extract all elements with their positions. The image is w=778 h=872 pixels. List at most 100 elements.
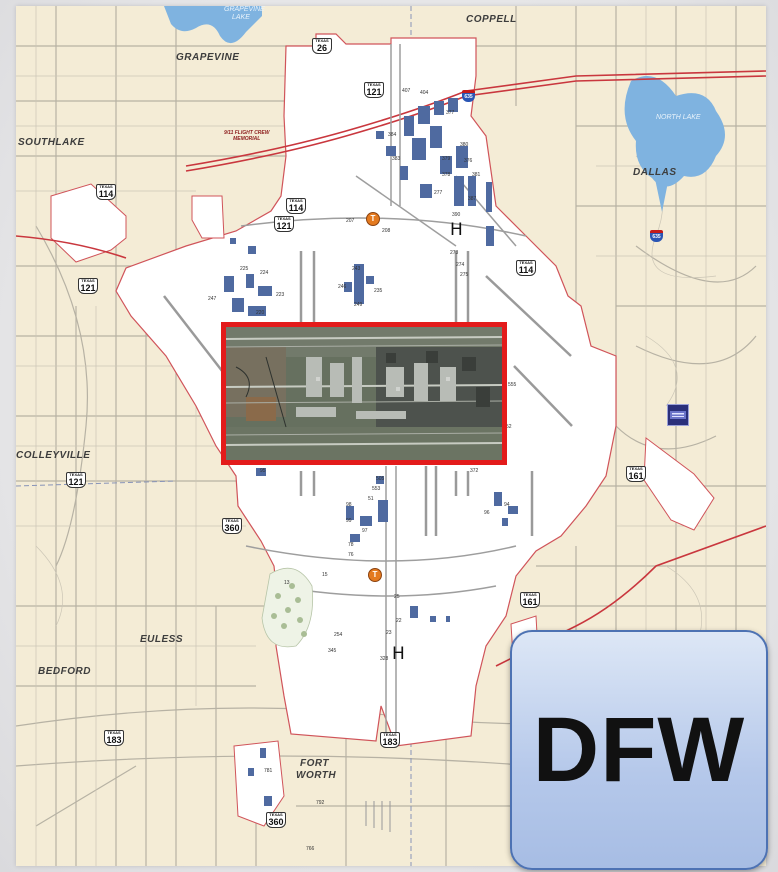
major-highways xyxy=(16,70,766,667)
lake-label-lake: LAKE xyxy=(232,14,250,21)
building-number: 246 xyxy=(338,284,347,290)
building-number: 378 xyxy=(442,172,451,178)
shield-state: TEXAS xyxy=(107,730,121,735)
building-number: 766 xyxy=(306,846,315,852)
building-number: 95 xyxy=(260,468,266,474)
shield-number: 114 xyxy=(518,265,534,275)
shield-number: 121 xyxy=(366,87,382,97)
north-lake-inlet xyxy=(654,174,668,212)
shield-state: TEXAS xyxy=(269,812,283,817)
dfw-title-text: DFW xyxy=(532,698,746,801)
building-number: 254 xyxy=(334,632,343,638)
building-number: 208 xyxy=(382,228,391,234)
building-number: 25 xyxy=(394,594,400,600)
building-number: 23 xyxy=(386,630,392,636)
building-number: 223 xyxy=(276,292,285,298)
building-number: 277 xyxy=(434,190,443,196)
building-number: 505 xyxy=(376,476,385,482)
building-number: 76 xyxy=(348,552,354,558)
building-number: 15 xyxy=(322,572,328,578)
building-number: 207 xyxy=(346,218,355,224)
shield-state: TEXAS xyxy=(277,216,291,221)
dfw-title-badge: DFW xyxy=(510,630,768,870)
shield-number: 360 xyxy=(224,523,240,533)
place-worth: WORTH xyxy=(296,770,337,781)
rail-spur xyxy=(365,801,391,832)
building-number: 792 xyxy=(316,800,325,806)
building-number: 379 xyxy=(442,156,451,162)
building-number: 275 xyxy=(460,272,469,278)
terminal-marker-south: T xyxy=(368,568,382,582)
shield-state: TEXAS xyxy=(99,184,113,189)
building-number: 273 xyxy=(450,250,459,256)
building-number: 274 xyxy=(456,262,465,268)
building-number: 390 xyxy=(452,212,461,218)
terminal-marker-north: T xyxy=(366,212,380,226)
place-coppell: COPPELL xyxy=(466,14,517,25)
building-number: 383 xyxy=(392,156,401,162)
place-fort: FORT xyxy=(300,758,330,769)
building-number: 78 xyxy=(348,542,354,548)
building-number: 384 xyxy=(388,132,397,138)
airport-logo-badge xyxy=(667,404,689,426)
building-number: 380 xyxy=(460,142,469,148)
building-number: 404 xyxy=(420,90,429,96)
building-number: 51 xyxy=(368,496,374,502)
aerial-photo xyxy=(226,327,502,460)
lake-label-grapevine: GRAPEVINE xyxy=(224,6,265,13)
shield-state: TEXAS xyxy=(315,38,329,43)
aerial-photo-highlight xyxy=(221,322,507,465)
building-number: 97 xyxy=(362,528,368,534)
shield-number: 26 xyxy=(316,43,327,53)
building-number: 225 xyxy=(240,266,249,272)
lake-label-north-lake: NORTH LAKE xyxy=(656,114,701,121)
building-number: 376 xyxy=(464,158,473,164)
building-number: 249 xyxy=(354,302,363,308)
shield-number: 183 xyxy=(106,735,122,745)
shield-number: 121 xyxy=(80,283,96,293)
interstate-635-top: 635 xyxy=(462,90,475,102)
memorial-line-1: 9/11 FLIGHT CREW xyxy=(224,130,270,136)
shield-state: TEXAS xyxy=(69,472,83,477)
shield-number: 114 xyxy=(98,189,114,199)
building-number: 387 xyxy=(468,196,477,202)
building-number: 381 xyxy=(472,172,481,178)
building-number: 96 xyxy=(484,510,490,516)
place-euless: EULESS xyxy=(140,634,184,645)
building-number: 98 xyxy=(346,502,352,508)
building-number: 345 xyxy=(328,648,337,654)
shield-number: 121 xyxy=(68,477,84,487)
east-parcel xyxy=(643,437,715,531)
building-number: 220 xyxy=(256,310,265,316)
building-number: 13 xyxy=(284,580,290,586)
building-number: 247 xyxy=(208,296,217,302)
buildings-north-cluster xyxy=(376,98,494,246)
shield-number: 161 xyxy=(522,597,538,607)
helipad-north: H xyxy=(450,220,463,240)
shield-state: TEXAS xyxy=(519,260,533,265)
shield-state: TEXAS xyxy=(367,82,381,87)
buildings-west-cluster xyxy=(224,238,374,316)
building-number: 94 xyxy=(504,502,510,508)
place-bedford: BEDFORD xyxy=(38,666,91,677)
buildings-south-cluster xyxy=(248,468,518,806)
building-number: 52 xyxy=(506,424,512,430)
airport-logo-icon xyxy=(670,411,686,419)
place-southlake: SOUTHLAKE xyxy=(18,137,85,148)
building-number: 377 xyxy=(446,110,455,116)
building-number: 243 xyxy=(352,266,361,272)
memorial-label: 9/11 FLIGHT CREW MEMORIAL xyxy=(224,130,269,142)
